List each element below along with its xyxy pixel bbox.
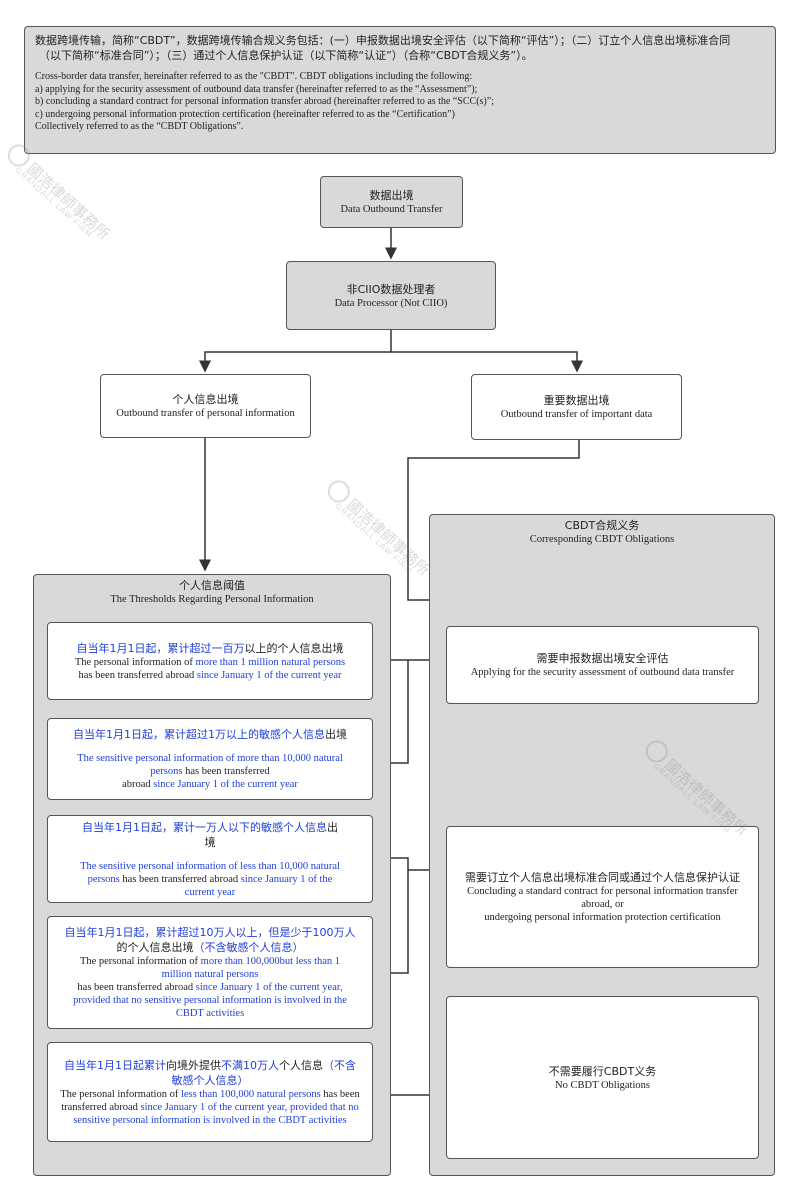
obligation-en: Applying for the security assessment of …: [470, 667, 735, 678]
threshold-item-5: 自当年1月1日起累计向境外提供不满10万人个人信息（不含敏感个人信息） The …: [47, 1042, 373, 1142]
threshold-en: The personal information of: [79, 956, 201, 967]
threshold-cn-highlight: 自当年1月1日起，累计一万人以下的敏感个人信息: [82, 820, 327, 834]
node-important-data-outbound: 重要数据出境 Outbound transfer of important da…: [471, 374, 682, 440]
threshold-cn-highlight: 自当年1月1日起，累计超过1万以上的敏感个人信息: [73, 728, 325, 741]
node-label-cn: 数据出境: [369, 189, 414, 202]
obligation-en: Concluding a standard contract for perso…: [467, 886, 738, 910]
intro-cn-line2: （以下简称“标准合同”）；（三）通过个人信息保护认证（以下简称“认证”）（合称“…: [39, 49, 533, 62]
threshold-en: has been transferred abroad: [77, 982, 196, 993]
node-label-en: Data Processor (Not CIIO): [334, 297, 448, 309]
obligation-cn: 不需要履行CBDT义务: [548, 1064, 657, 1078]
threshold-en-highlight: less than 100,000 natural persons: [180, 1088, 321, 1100]
threshold-cn: 出境: [204, 820, 339, 849]
obligation-none: 不需要履行CBDT义务 No CBDT Obligations: [446, 996, 759, 1159]
threshold-cn-highlight: 不满10万人: [221, 1058, 279, 1072]
threshold-cn-highlight: 自当年1月1日起，累计超过一百万: [76, 641, 245, 655]
obligation-cn: 需要申报数据出境安全评估: [536, 652, 669, 665]
threshold-en: abroad: [122, 779, 154, 790]
node-data-outbound: 数据出境 Data Outbound Transfer: [320, 176, 463, 228]
node-label-en: Outbound transfer of important data: [500, 409, 653, 420]
threshold-cn-highlight: （不含敏感个人信息）: [193, 941, 304, 954]
node-label-cn: 重要数据出境: [543, 394, 610, 407]
threshold-en-highlight: since January 1 of the current year: [196, 669, 342, 681]
threshold-en-highlight: more than 100,000but less than 1 million…: [161, 956, 341, 980]
threshold-cn-highlight: 自当年1月1日起，累计超过10万人以上，但是少于100万人: [64, 926, 356, 939]
threshold-cn: 向境外提供: [166, 1058, 221, 1072]
group-title-en: The Thresholds Regarding Personal Inform…: [110, 594, 314, 605]
node-label-cn: 个人信息出境: [172, 393, 239, 406]
threshold-en-highlight: The sensitive personal information of le…: [80, 860, 340, 885]
node-label-en: Outbound transfer of personal informatio…: [116, 408, 295, 419]
node-personal-info-outbound: 个人信息出境 Outbound transfer of personal inf…: [100, 374, 311, 438]
threshold-en-highlight: since January 1 of the current year, pro…: [73, 982, 347, 1019]
intro-en-line: Cross-border data transfer, hereinafter …: [35, 71, 473, 82]
threshold-cn: 以上的个人信息出境: [244, 641, 344, 655]
intro-cn-line1: 数据跨境传输，简称“CBDT”，数据跨境传输合规义务包括：(一）申报数据出境安全…: [35, 34, 731, 47]
intro-en-line: a) applying for the security assessment …: [35, 83, 478, 95]
intro-en-line: Collectively referred to as the “CBDT Ob…: [35, 121, 244, 132]
group-title-en: Corresponding CBDT Obligations: [529, 534, 675, 545]
node-data-processor: 非CIIO数据处理者 Data Processor (Not CIIO): [286, 261, 496, 330]
thresholds-title: 个人信息阈值 The Thresholds Regarding Personal…: [34, 578, 390, 606]
threshold-cn: 的个人信息出境: [116, 941, 194, 954]
threshold-item-1: 自当年1月1日起，累计超过一百万以上的个人信息出境 The personal i…: [47, 622, 373, 700]
threshold-en: has been transferred abroad: [78, 669, 197, 681]
obligation-cn: 需要订立个人信息出境标准合同或通过个人信息保护认证: [465, 871, 740, 884]
obligations-title: CBDT合规义务 Corresponding CBDT Obligations: [430, 518, 774, 546]
threshold-en-highlight: more than 1 million natural persons: [195, 656, 346, 668]
obligation-en: undergoing personal information protecti…: [484, 912, 721, 923]
threshold-item-3: 自当年1月1日起，累计一万人以下的敏感个人信息出境 The sensitive …: [47, 815, 373, 903]
threshold-cn: 个人信息: [279, 1058, 323, 1072]
threshold-cn: 出境: [325, 728, 347, 741]
obligation-scc-or-certification: 需要订立个人信息出境标准合同或通过个人信息保护认证 Concluding a s…: [446, 826, 759, 968]
threshold-cn-highlight: （不含敏感个人信息）: [171, 1058, 357, 1087]
threshold-en-highlight: since January 1 of the current year, pro…: [73, 1101, 359, 1126]
intro-en-line: b) concluding a standard contract for pe…: [35, 96, 494, 107]
threshold-en: has been transferred abroad: [61, 1088, 360, 1113]
threshold-item-2: 自当年1月1日起，累计超过1万以上的敏感个人信息出境 The sensitive…: [47, 718, 373, 800]
obligation-assessment: 需要申报数据出境安全评估 Applying for the security a…: [446, 626, 759, 704]
threshold-item-4: 自当年1月1日起，累计超过10万人以上，但是少于100万人的个人信息出境（不含敏…: [47, 916, 373, 1029]
intro-en-line: c) undergoing personal information prote…: [35, 108, 455, 120]
threshold-en: The personal information of: [74, 656, 196, 668]
group-title-cn: 个人信息阈值: [179, 579, 245, 592]
threshold-en: has been transferred: [182, 766, 270, 777]
node-label-cn: 非CIIO数据处理者: [346, 282, 436, 296]
group-title-cn: CBDT合规义务: [564, 519, 640, 532]
threshold-en: The personal information of: [60, 1088, 181, 1100]
threshold-cn-highlight: 自当年1月1日起累计: [64, 1058, 166, 1072]
threshold-en-highlight: The sensitive personal information of mo…: [77, 753, 343, 777]
intro-box: 数据跨境传输，简称“CBDT”，数据跨境传输合规义务包括：(一）申报数据出境安全…: [24, 26, 776, 154]
threshold-en-highlight: since January 1 of the current year: [153, 779, 298, 790]
node-label-en: Data Outbound Transfer: [340, 204, 443, 215]
obligation-en: No CBDT Obligations: [555, 1079, 650, 1091]
threshold-en-highlight: since January 1 of the current year: [184, 873, 333, 898]
threshold-en: has been transferred abroad: [119, 873, 241, 885]
